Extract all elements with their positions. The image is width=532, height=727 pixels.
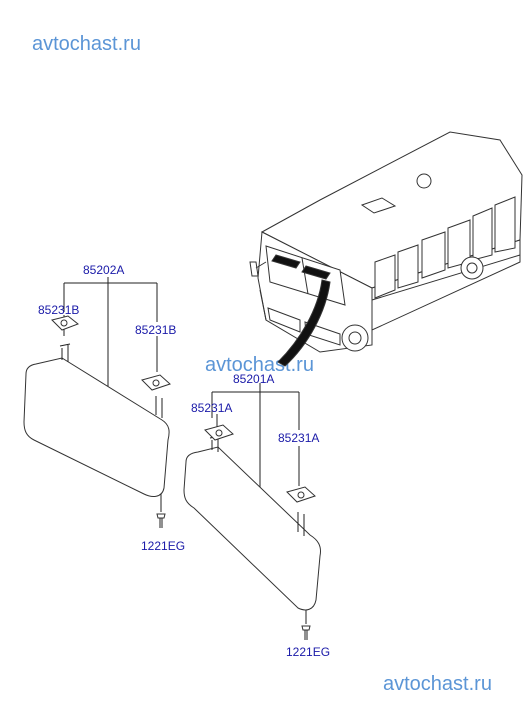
watermark-top: avtochast.ru	[32, 33, 141, 55]
label-85231a-b: 85231A	[278, 431, 319, 445]
right-screw	[301, 625, 311, 640]
right-clip-b	[286, 486, 316, 503]
label-85231b-a: 85231B	[38, 303, 79, 317]
right-sun-visor	[183, 446, 321, 611]
left-clip-b	[141, 374, 171, 391]
right-clip-a	[204, 424, 234, 441]
label-85231a-a: 85231A	[191, 401, 232, 415]
left-visor-assembly: 85202A 85231B 85231B 1221EG	[23, 263, 185, 553]
label-85231b-b: 85231B	[135, 323, 176, 337]
label-1221eg-right: 1221EG	[286, 645, 330, 659]
watermark-bottom: avtochast.ru	[383, 673, 492, 695]
left-clip-a	[51, 315, 79, 331]
label-85202a: 85202A	[83, 263, 124, 277]
right-visor-assembly: 85201A 85231A 85231A 1221EG	[183, 372, 330, 659]
left-screw	[156, 513, 166, 528]
left-sun-visor	[23, 357, 170, 497]
label-85201a: 85201A	[233, 372, 274, 386]
label-1221eg-left: 1221EG	[141, 539, 185, 553]
bus-illustration	[249, 131, 523, 367]
